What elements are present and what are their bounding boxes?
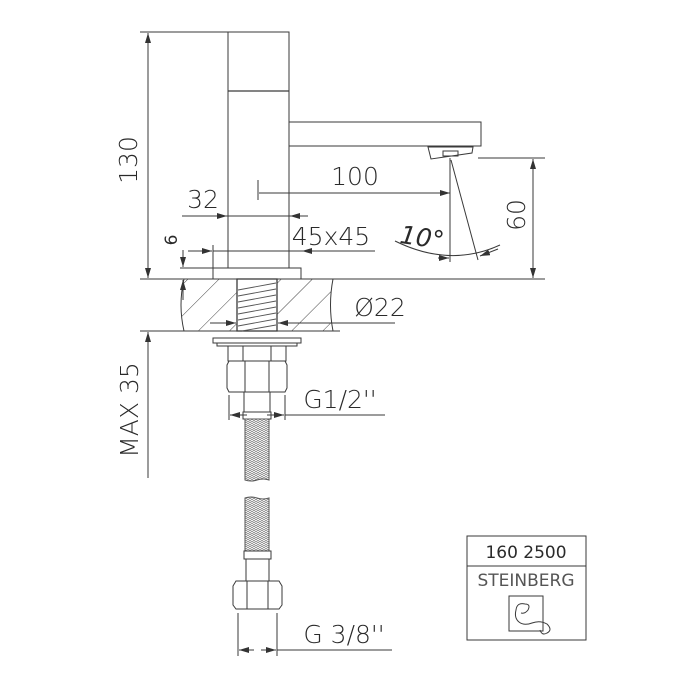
dimension-6: 6 [162,235,213,300]
base-plate [212,267,302,280]
article-number: 160 2500 [485,543,566,563]
dimension-g38: G 3/8'' [237,613,392,656]
fixing-nut-assembly [212,337,302,420]
dim-label-45x45: 45x45 [292,222,370,251]
dimension-max-35: MAX 35 [115,332,151,478]
spout [288,121,482,147]
dim-label-6: 6 [162,235,182,246]
dimension-45x45: 45x45 [188,222,375,268]
dimension-130: 130 [114,31,228,278]
dim-label-10deg: 10° [398,220,446,255]
dimension-angle-10: 10° [394,159,501,261]
dim-label-100: 100 [331,162,379,191]
dim-label-max35: MAX 35 [115,362,144,458]
dim-label-d22: Ø22 [354,293,406,322]
dim-label-g38: G 3/8'' [303,620,384,649]
dimension-g12: G1/2'' [228,385,385,420]
hose-nut [232,550,283,610]
dim-label-60: 60 [502,199,531,231]
faucet-body [227,31,290,269]
brand-name: STEINBERG [477,571,574,591]
dimension-diameter-22: Ø22 [210,293,406,326]
dim-label-g12: G1/2'' [303,385,376,414]
countertop-section [140,278,545,332]
dimension-32: 32 [182,185,308,219]
braided-hose [244,418,270,552]
thread-lines [237,282,277,332]
steinberg-logo-icon [508,595,551,635]
dim-label-130: 130 [114,136,143,184]
dim-label-32: 32 [187,185,219,214]
dimension-60: 60 [478,157,545,278]
aerator [427,146,474,160]
dimension-100: 100 [257,158,451,262]
title-block: 160 2500 STEINBERG [466,535,587,641]
